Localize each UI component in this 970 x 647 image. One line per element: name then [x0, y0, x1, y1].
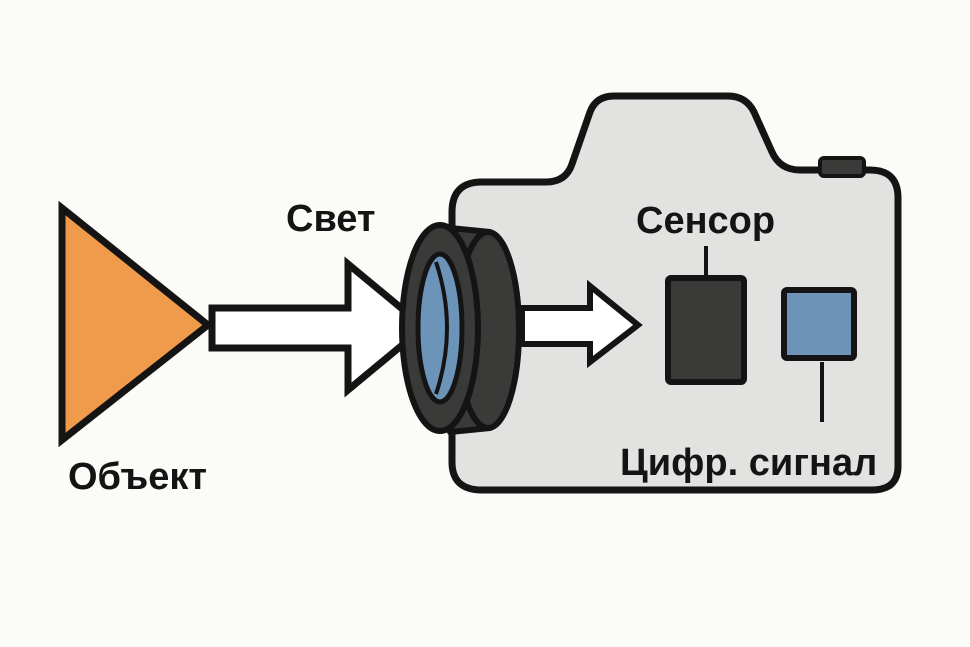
- processor-chip-icon: [781, 287, 857, 361]
- sensor-chip-icon: [665, 275, 747, 385]
- lens-glass: [415, 251, 465, 405]
- lens-icon: [399, 222, 522, 435]
- light-arrow-icon: [208, 256, 430, 398]
- lens-glass-inner-curve: [434, 261, 449, 395]
- sensor-label: Сенсор: [636, 200, 776, 242]
- object-triangle-icon: [58, 200, 214, 448]
- light-label: Свет: [286, 198, 376, 240]
- inner-light-arrow-icon: [519, 279, 643, 369]
- object-label: Объект: [68, 456, 207, 498]
- shutter-button-icon: [818, 156, 866, 178]
- digital-signal-label: Цифр. сигнал: [620, 442, 878, 484]
